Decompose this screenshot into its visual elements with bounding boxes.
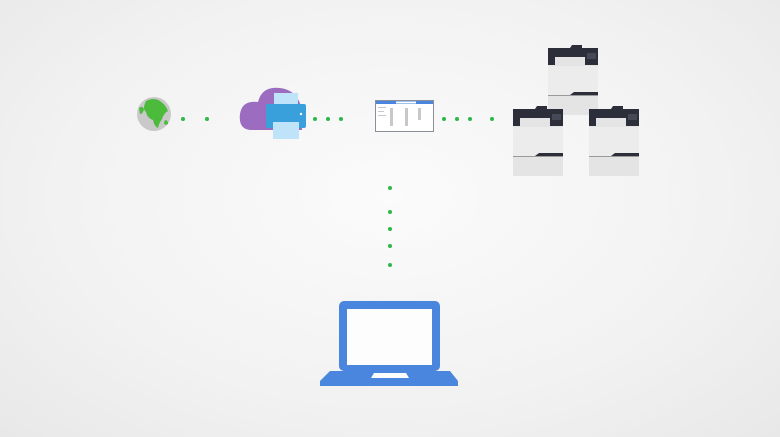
- printer-left: [513, 106, 563, 176]
- app-window-icon: [375, 100, 434, 132]
- laptop-icon: [320, 301, 458, 386]
- globe-icon: [137, 97, 171, 131]
- printer-right: [589, 106, 639, 176]
- connector-cloud-app: [313, 117, 343, 121]
- cloud-printer-icon: [239, 87, 306, 139]
- connector-app-laptop: [388, 186, 392, 267]
- connector-app-printers: [442, 117, 494, 121]
- connector-globe-cloud: [181, 117, 209, 121]
- printer-top: [548, 45, 598, 115]
